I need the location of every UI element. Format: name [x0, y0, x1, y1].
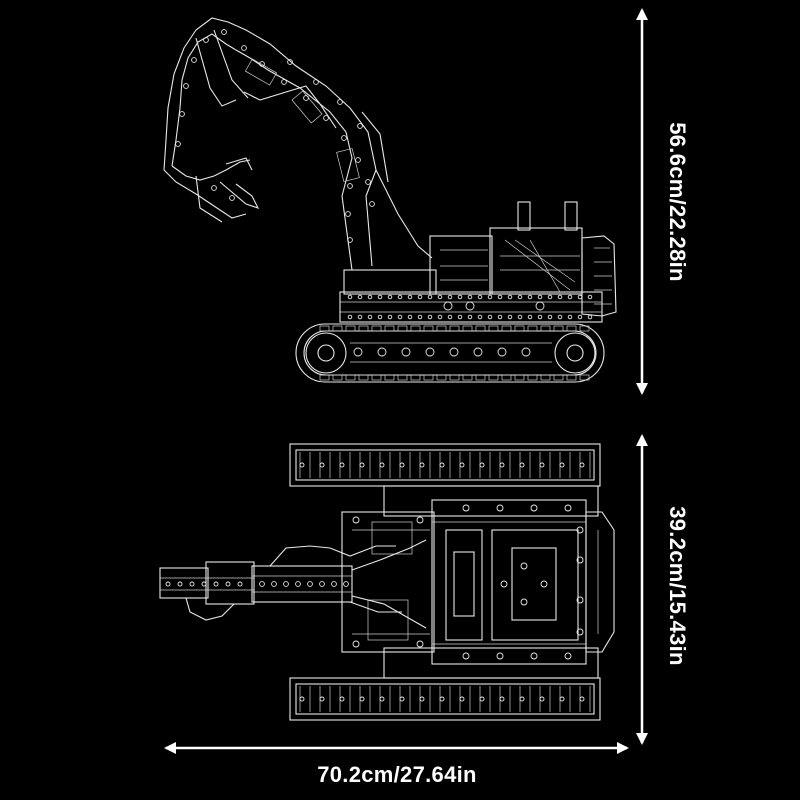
- height-dimension-label: 56.6cm/22.28in: [665, 122, 690, 282]
- side-view-arm: [163, 17, 433, 271]
- top-view-track-lower: [289, 677, 601, 721]
- top-view-track-upper: [289, 443, 601, 487]
- top-view-excavator: [159, 443, 615, 721]
- side-view-excavator: [163, 17, 617, 383]
- top-view-upper-body: [341, 485, 615, 679]
- length-dimension-label: 70.2cm/27.64in: [317, 762, 477, 787]
- top-view-arm: [159, 539, 427, 629]
- side-view-track: [295, 323, 605, 383]
- depth-dimension-label: 39.2cm/15.43in: [665, 506, 690, 666]
- side-view-upper-body: [339, 201, 617, 323]
